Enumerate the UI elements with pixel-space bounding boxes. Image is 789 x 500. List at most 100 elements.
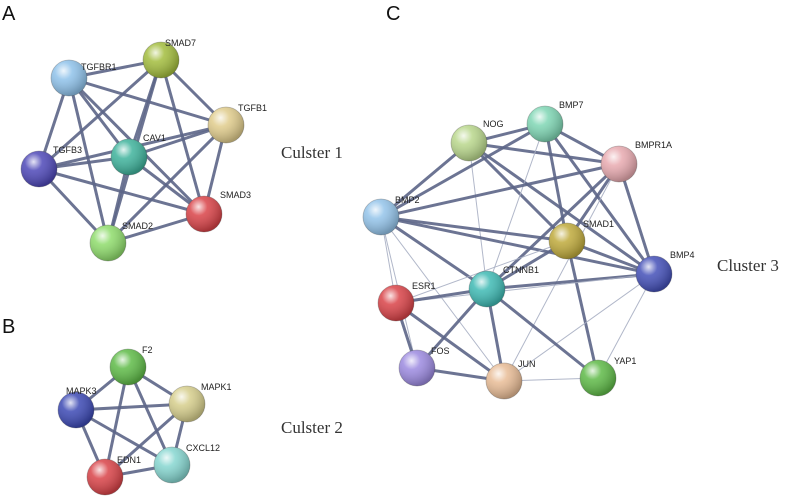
node-mapk3[interactable]: MAPK3 bbox=[57, 386, 97, 429]
node-highlight bbox=[363, 199, 399, 235]
node-label: TGFB3 bbox=[53, 145, 82, 155]
node-label: TGFBR1 bbox=[81, 62, 117, 72]
edge-mapk3-cxcl12 bbox=[74, 408, 174, 467]
node-label: SMAD2 bbox=[122, 221, 153, 231]
node-mapk1[interactable]: MAPK1 bbox=[168, 382, 232, 423]
node-nog[interactable]: NOG bbox=[450, 119, 504, 162]
edge-nog-bmp2 bbox=[379, 141, 471, 219]
node-smad2[interactable]: SMAD2 bbox=[89, 221, 153, 262]
node-label: BMPR1A bbox=[635, 140, 672, 150]
edge-bmp7-smad1 bbox=[543, 122, 569, 243]
node-ctnnb1[interactable]: CTNNB1 bbox=[468, 265, 539, 308]
node-edn1[interactable]: EDN1 bbox=[86, 455, 141, 496]
node-highlight bbox=[51, 60, 87, 96]
node-bmp4[interactable]: BMP4 bbox=[635, 250, 695, 293]
node-bmpr1a[interactable]: BMPR1A bbox=[600, 140, 672, 183]
node-label: CXCL12 bbox=[186, 443, 220, 453]
node-f2[interactable]: F2 bbox=[109, 345, 153, 386]
edge-mapk1-edn1 bbox=[103, 402, 189, 479]
edge-esr1-jun bbox=[394, 301, 506, 383]
node-label: JUN bbox=[518, 359, 536, 369]
edge-bmp7-bmp2 bbox=[379, 122, 547, 219]
node-highlight bbox=[169, 386, 205, 422]
node-highlight bbox=[87, 459, 123, 495]
edge-bmpr1a-jun bbox=[503, 163, 620, 382]
edge-bmp4-ctnnb1 bbox=[485, 272, 656, 291]
node-bmp2[interactable]: BMP2 bbox=[362, 195, 420, 236]
edge-mapk1-mapk3 bbox=[74, 402, 189, 412]
node-highlight bbox=[58, 392, 94, 428]
edge-smad1-yap1 bbox=[565, 239, 600, 380]
node-cxcl12[interactable]: CXCL12 bbox=[153, 443, 220, 484]
node-bmp7[interactable]: BMP7 bbox=[526, 100, 584, 143]
node-smad7[interactable]: SMAD7 bbox=[142, 38, 196, 79]
node-highlight bbox=[143, 42, 179, 78]
node-highlight bbox=[486, 363, 522, 399]
edge-bmp2-ctnnb1 bbox=[379, 215, 489, 291]
node-highlight bbox=[451, 125, 487, 161]
node-fos[interactable]: FOS bbox=[398, 346, 450, 387]
edge-smad7-smad3 bbox=[159, 58, 206, 216]
node-label: SMAD3 bbox=[220, 190, 251, 200]
edge-tgfb3-smad3 bbox=[37, 167, 206, 216]
edge-smad7-tgfb3 bbox=[37, 58, 163, 171]
edge-tgfbr1-smad2 bbox=[67, 76, 110, 245]
node-highlight bbox=[636, 256, 672, 292]
node-label: SMAD7 bbox=[165, 38, 196, 48]
node-label: MAPK1 bbox=[201, 382, 232, 392]
node-highlight bbox=[186, 196, 222, 232]
panel-letter-c: C bbox=[386, 3, 400, 25]
edge-nog-bmpr1a bbox=[467, 141, 621, 166]
node-label: F2 bbox=[142, 345, 153, 355]
node-tgfb1[interactable]: TGFB1 bbox=[207, 103, 267, 144]
edge-nog-ctnnb1 bbox=[468, 142, 488, 290]
edge-bmp4-esr1 bbox=[395, 273, 655, 304]
edge-bmp7-ctnnb1 bbox=[486, 123, 546, 290]
node-smad3[interactable]: SMAD3 bbox=[185, 190, 251, 233]
node-label: CTNNB1 bbox=[503, 265, 539, 275]
node-highlight bbox=[110, 349, 146, 385]
node-highlight bbox=[549, 223, 585, 259]
node-highlight bbox=[21, 151, 57, 187]
node-label: BMP2 bbox=[395, 195, 420, 205]
node-tgfbr1[interactable]: TGFBR1 bbox=[50, 59, 117, 97]
panel-letter-b: B bbox=[2, 316, 15, 338]
node-highlight bbox=[378, 285, 414, 321]
edge-bmp4-jun bbox=[503, 273, 655, 382]
edge-bmpr1a-ctnnb1 bbox=[485, 162, 621, 291]
node-highlight bbox=[399, 350, 435, 386]
node-jun[interactable]: JUN bbox=[485, 359, 536, 400]
edge-bmp2-smad1 bbox=[379, 215, 569, 243]
node-yap1[interactable]: YAP1 bbox=[579, 356, 636, 397]
node-label: ESR1 bbox=[412, 281, 436, 291]
edge-bmp4-yap1 bbox=[597, 273, 655, 379]
node-smad1[interactable]: SMAD1 bbox=[548, 219, 614, 260]
node-highlight bbox=[111, 139, 147, 175]
edge-bmp2-bmp4 bbox=[379, 215, 656, 276]
node-tgfb3[interactable]: TGFB3 bbox=[20, 145, 82, 188]
panel-letter-a: A bbox=[2, 3, 16, 25]
node-highlight bbox=[580, 360, 616, 396]
edge-f2-edn1 bbox=[103, 365, 130, 479]
node-highlight bbox=[90, 225, 126, 261]
node-label: YAP1 bbox=[614, 356, 636, 366]
node-highlight bbox=[469, 271, 505, 307]
node-label: BMP7 bbox=[559, 100, 584, 110]
edge-bmpr1a-bmp2 bbox=[379, 162, 621, 219]
node-highlight bbox=[527, 106, 563, 142]
cluster-3-label: Cluster 3 bbox=[717, 256, 779, 275]
node-cav1[interactable]: CAV1 bbox=[110, 133, 166, 176]
node-esr1[interactable]: ESR1 bbox=[377, 281, 436, 322]
cluster-2-label: Culster 2 bbox=[281, 418, 343, 437]
node-label: EDN1 bbox=[117, 455, 141, 465]
node-highlight bbox=[208, 107, 244, 143]
cluster-1-label: Culster 1 bbox=[281, 143, 343, 162]
node-label: BMP4 bbox=[670, 250, 695, 260]
node-label: NOG bbox=[483, 119, 504, 129]
edge-ctnnb1-yap1 bbox=[485, 287, 600, 380]
node-highlight bbox=[601, 146, 637, 182]
